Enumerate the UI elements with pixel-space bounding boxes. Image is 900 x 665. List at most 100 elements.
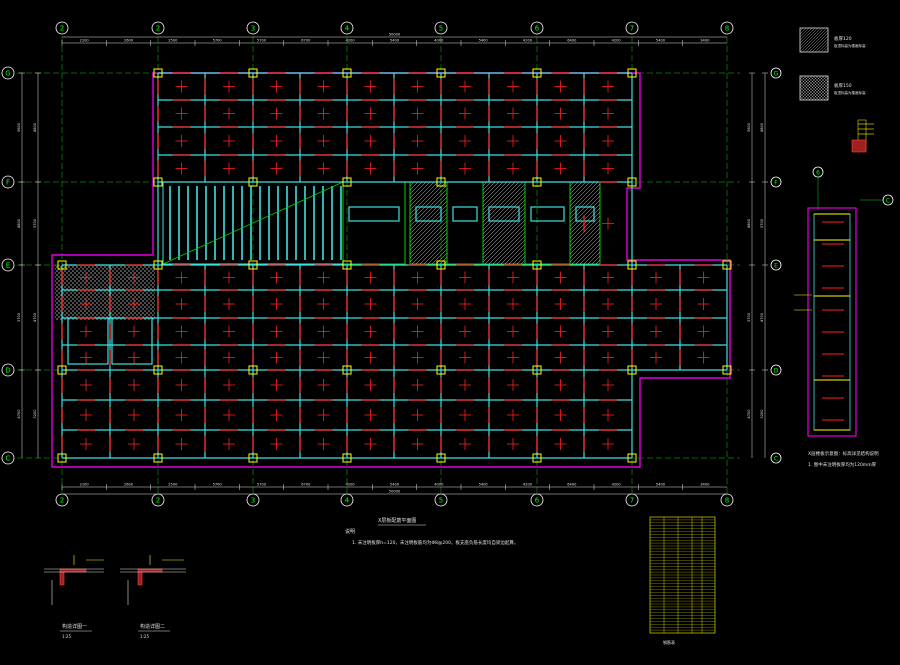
dimension-label: 2500 bbox=[168, 39, 178, 43]
stair-area bbox=[162, 181, 344, 265]
grid-bubble bbox=[246, 21, 260, 35]
crosshatch-line bbox=[71, 264, 128, 321]
grid-bubble-label: 2 bbox=[60, 25, 64, 33]
hatch-line bbox=[419, 236, 448, 265]
hatch-line bbox=[569, 181, 587, 199]
dimension-label: 5700 bbox=[213, 483, 223, 487]
dimension-label: 4200 bbox=[523, 39, 533, 43]
crosshatch-line bbox=[54, 272, 103, 321]
section-detail-1: 构造详图一 1:25 bbox=[44, 555, 104, 639]
legend-hatch-line bbox=[817, 41, 829, 53]
legend-hatch-line bbox=[803, 75, 829, 101]
opening-frame bbox=[452, 206, 478, 222]
legend-hatch-line bbox=[811, 83, 829, 101]
crosshatch-line bbox=[79, 264, 136, 321]
grid-bubble bbox=[1, 258, 15, 272]
legend-hatch-line bbox=[799, 86, 814, 101]
hatch-line bbox=[409, 181, 431, 203]
column bbox=[532, 177, 542, 187]
section-scale-1: 1:25 bbox=[62, 634, 71, 639]
legend-hatch-line bbox=[814, 86, 829, 101]
column bbox=[248, 453, 258, 463]
grid-bubble-label: 5 bbox=[439, 497, 443, 505]
hatch-line bbox=[569, 187, 601, 219]
crosshatch-line bbox=[111, 276, 156, 321]
dimension-label: 4200 bbox=[612, 483, 622, 487]
legend-hatch-line bbox=[799, 27, 825, 53]
grid-bubble-label: 8 bbox=[725, 25, 729, 33]
legend-hatch-line bbox=[809, 75, 829, 95]
building-outline bbox=[51, 72, 731, 468]
notes-title: 说明 bbox=[345, 528, 355, 535]
hatch-line bbox=[482, 181, 496, 195]
grid-bubble-label: 2 bbox=[60, 497, 64, 505]
hatch-line bbox=[482, 181, 516, 215]
crosshatch-line bbox=[54, 300, 75, 321]
grid-bubble-label: 6 bbox=[535, 497, 540, 505]
column bbox=[342, 68, 352, 78]
legend-hatch-line bbox=[799, 77, 823, 101]
hatch-line bbox=[482, 207, 526, 251]
legend-hatch-line bbox=[799, 75, 819, 95]
legend-hatch-line bbox=[799, 27, 816, 44]
grid-bubble bbox=[812, 166, 824, 178]
column bbox=[153, 260, 163, 270]
grid-bubble bbox=[1, 66, 15, 80]
notes-text: 1. 未注明板厚h=120，未注明板筋均为Φ8@200，板支座负筋长度均自梁边起… bbox=[352, 539, 518, 546]
hatch-line bbox=[423, 240, 448, 265]
grid-bubble bbox=[151, 21, 165, 35]
dimension-label: 2500 bbox=[168, 483, 178, 487]
dimension-label: 4200 bbox=[346, 483, 356, 487]
crosshatch-line bbox=[54, 296, 79, 321]
dimension-overall: 50000 bbox=[389, 33, 401, 37]
column bbox=[342, 260, 352, 270]
dimension-label: 4800 bbox=[760, 122, 764, 132]
hatch-line bbox=[516, 255, 526, 265]
dimension-label: 4200 bbox=[346, 39, 356, 43]
grid-bubble bbox=[1, 363, 15, 377]
rebars bbox=[61, 72, 713, 452]
dimension-label: 5400 bbox=[656, 39, 666, 43]
hatch-line bbox=[569, 231, 601, 263]
dimension-label: 3200 bbox=[760, 409, 764, 419]
column bbox=[248, 365, 258, 375]
crosshatch-line bbox=[107, 272, 156, 321]
detail-caption: X层楼板示意图：标高详见结构说明 bbox=[808, 450, 879, 457]
legend-label-120: 板厚120 bbox=[834, 35, 852, 42]
column bbox=[57, 453, 67, 463]
hatch-line bbox=[595, 259, 601, 265]
dimension-label: 5400 bbox=[656, 483, 666, 487]
hatch-line bbox=[411, 228, 448, 265]
column bbox=[627, 365, 637, 375]
opening-frame bbox=[575, 206, 595, 222]
columns bbox=[57, 68, 732, 463]
hatch-line bbox=[587, 251, 601, 265]
dimension-label: 4700 bbox=[760, 312, 764, 322]
crosshatch-line bbox=[67, 264, 124, 321]
grid-bubble-label: 8 bbox=[725, 497, 729, 505]
hatch-line bbox=[431, 248, 448, 265]
hatch-line bbox=[484, 223, 526, 265]
crosshatch-line bbox=[59, 264, 116, 321]
crosshatch-line bbox=[55, 264, 112, 321]
hatch-line bbox=[579, 243, 601, 265]
grid-bubble-label: 7 bbox=[630, 497, 634, 505]
hatch-line bbox=[482, 183, 526, 227]
opening-frame bbox=[488, 206, 520, 222]
grid-bubble bbox=[530, 21, 544, 35]
crosshatch-line bbox=[99, 264, 156, 321]
stair-detail-plan: X层楼板示意图：标高详见结构说明 1. 图中未注明板厚均为120mm厚 bbox=[794, 207, 879, 468]
dimension-label: 5400 bbox=[390, 39, 400, 43]
grid-bubble bbox=[770, 176, 782, 188]
hatch-line bbox=[482, 181, 492, 191]
crosshatch-line bbox=[86, 264, 143, 321]
opening-frame bbox=[530, 206, 565, 222]
dimension-label: 4800 bbox=[17, 218, 21, 228]
hatch-line bbox=[571, 235, 601, 265]
grid-bubble-label: E bbox=[6, 262, 10, 270]
hatch-line bbox=[409, 181, 435, 207]
dimension-label: 4700 bbox=[33, 312, 37, 322]
legend-small-detail bbox=[851, 119, 874, 153]
